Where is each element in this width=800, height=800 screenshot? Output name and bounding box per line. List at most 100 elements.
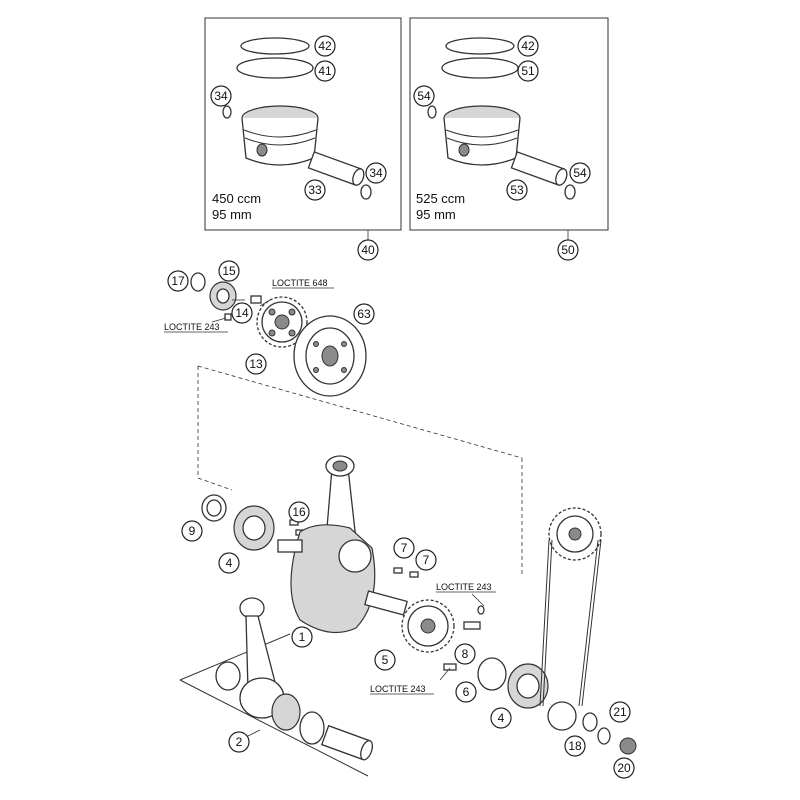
displacement-525-label: 525 ccm xyxy=(416,191,465,206)
svg-text:9: 9 xyxy=(189,524,196,538)
svg-text:54: 54 xyxy=(573,166,587,180)
svg-text:42: 42 xyxy=(521,39,535,53)
callout-17: 17 xyxy=(167,270,189,292)
loctite-243-note-lower: LOCTITE 243 xyxy=(370,684,426,694)
callout-7-b: 7 xyxy=(415,549,437,571)
needle-bearing xyxy=(271,693,301,731)
callout-33: 33 xyxy=(304,179,326,201)
callout-20: 20 xyxy=(613,757,635,779)
svg-text:42: 42 xyxy=(318,39,332,53)
callout-4-left: 4 xyxy=(218,552,240,574)
callout-13: 13 xyxy=(245,353,267,375)
callout-34-right: 34 xyxy=(365,162,387,184)
callout-2: 2 xyxy=(228,731,250,753)
callout-40: 40 xyxy=(357,239,379,261)
piston-kit-450: 450 ccm 95 mm xyxy=(204,17,402,231)
callout-14: 14 xyxy=(231,302,253,324)
callout-7-a: 7 xyxy=(393,537,415,559)
callout-53: 53 xyxy=(506,179,528,201)
callout-42-450: 42 xyxy=(314,35,336,57)
svg-text:18: 18 xyxy=(568,739,582,753)
piston-kit-525: 525 ccm 95 mm xyxy=(409,17,609,231)
conrod-kit xyxy=(179,597,374,777)
svg-text:15: 15 xyxy=(222,264,236,278)
svg-text:7: 7 xyxy=(401,541,408,555)
callout-16: 16 xyxy=(288,501,310,523)
piston-pin-bore xyxy=(256,143,268,157)
callout-41: 41 xyxy=(314,60,336,82)
timing-chain-group xyxy=(539,507,637,755)
callout-51: 51 xyxy=(517,60,539,82)
callout-9: 9 xyxy=(181,520,203,542)
svg-text:13: 13 xyxy=(249,357,263,371)
circlip-right xyxy=(360,184,372,200)
svg-text:4: 4 xyxy=(498,711,505,725)
timing-chain xyxy=(539,539,602,707)
svg-text:54: 54 xyxy=(417,89,431,103)
svg-text:20: 20 xyxy=(617,761,631,775)
svg-text:14: 14 xyxy=(235,306,249,320)
callout-18: 18 xyxy=(564,735,586,757)
circlip-left xyxy=(222,105,232,119)
svg-text:2: 2 xyxy=(236,735,243,749)
svg-text:7: 7 xyxy=(423,553,430,567)
callout-63: 63 xyxy=(353,303,375,325)
callout-8: 8 xyxy=(454,643,476,665)
displacement-450-label: 450 ccm xyxy=(212,191,261,206)
piston-ring-top xyxy=(240,37,310,55)
callout-42-525: 42 xyxy=(517,35,539,57)
piston-ring-lower xyxy=(236,57,314,79)
callout-labels: 42 41 34 34 33 42 51 54 54 53 40 50 17 1… xyxy=(167,35,635,779)
callout-54-left: 54 xyxy=(413,85,435,107)
washer-17 xyxy=(190,272,206,292)
balancer-gear-group xyxy=(190,272,367,397)
callout-6: 6 xyxy=(455,681,477,703)
conrod-kit-bracket xyxy=(179,633,369,777)
svg-text:1: 1 xyxy=(299,630,306,644)
svg-text:34: 34 xyxy=(369,166,383,180)
crank-pin xyxy=(320,724,374,761)
crank-shaft-left xyxy=(277,539,303,553)
piston-pin xyxy=(307,151,365,186)
svg-text:8: 8 xyxy=(462,647,469,661)
crankshaft-group xyxy=(201,455,549,709)
loctite-notes: LOCTITE 648 LOCTITE 243 LOCTITE 243 LOCT… xyxy=(164,278,496,695)
svg-text:21: 21 xyxy=(613,705,627,719)
callout-15: 15 xyxy=(218,260,240,282)
svg-text:40: 40 xyxy=(361,243,375,257)
piston-skirt xyxy=(241,117,319,166)
svg-text:33: 33 xyxy=(308,183,322,197)
loctite-648-note: LOCTITE 648 xyxy=(272,278,328,288)
svg-text:41: 41 xyxy=(318,64,332,78)
callout-34-left: 34 xyxy=(210,85,232,107)
screw-8 xyxy=(463,621,481,630)
svg-text:4: 4 xyxy=(226,556,233,570)
callout-4-right: 4 xyxy=(490,707,512,729)
svg-text:53: 53 xyxy=(510,183,524,197)
crank-sprocket xyxy=(547,701,577,731)
callout-1: 1 xyxy=(291,626,313,648)
callout-54-right: 54 xyxy=(569,162,591,184)
thrust-washer xyxy=(215,661,241,691)
callout-21: 21 xyxy=(609,701,631,723)
svg-text:17: 17 xyxy=(171,274,185,288)
bore-525-label: 95 mm xyxy=(416,207,456,222)
svg-text:16: 16 xyxy=(292,505,306,519)
crankshaft-1 xyxy=(290,524,376,634)
bore-450-label: 95 mm xyxy=(212,207,252,222)
washer-6 xyxy=(477,657,507,691)
loctite-243-note-upper: LOCTITE 243 xyxy=(164,322,220,332)
svg-text:5: 5 xyxy=(382,653,389,667)
nut-20 xyxy=(619,737,637,755)
svg-text:50: 50 xyxy=(561,243,575,257)
crank-shaft-right xyxy=(364,590,408,616)
svg-text:63: 63 xyxy=(357,307,371,321)
key-14 xyxy=(250,295,262,304)
svg-text:6: 6 xyxy=(463,685,470,699)
callout-5: 5 xyxy=(374,649,396,671)
svg-text:34: 34 xyxy=(214,89,228,103)
conrod-small-end xyxy=(239,597,265,619)
loctite-243-note-right: LOCTITE 243 xyxy=(436,582,492,592)
svg-text:51: 51 xyxy=(521,64,535,78)
